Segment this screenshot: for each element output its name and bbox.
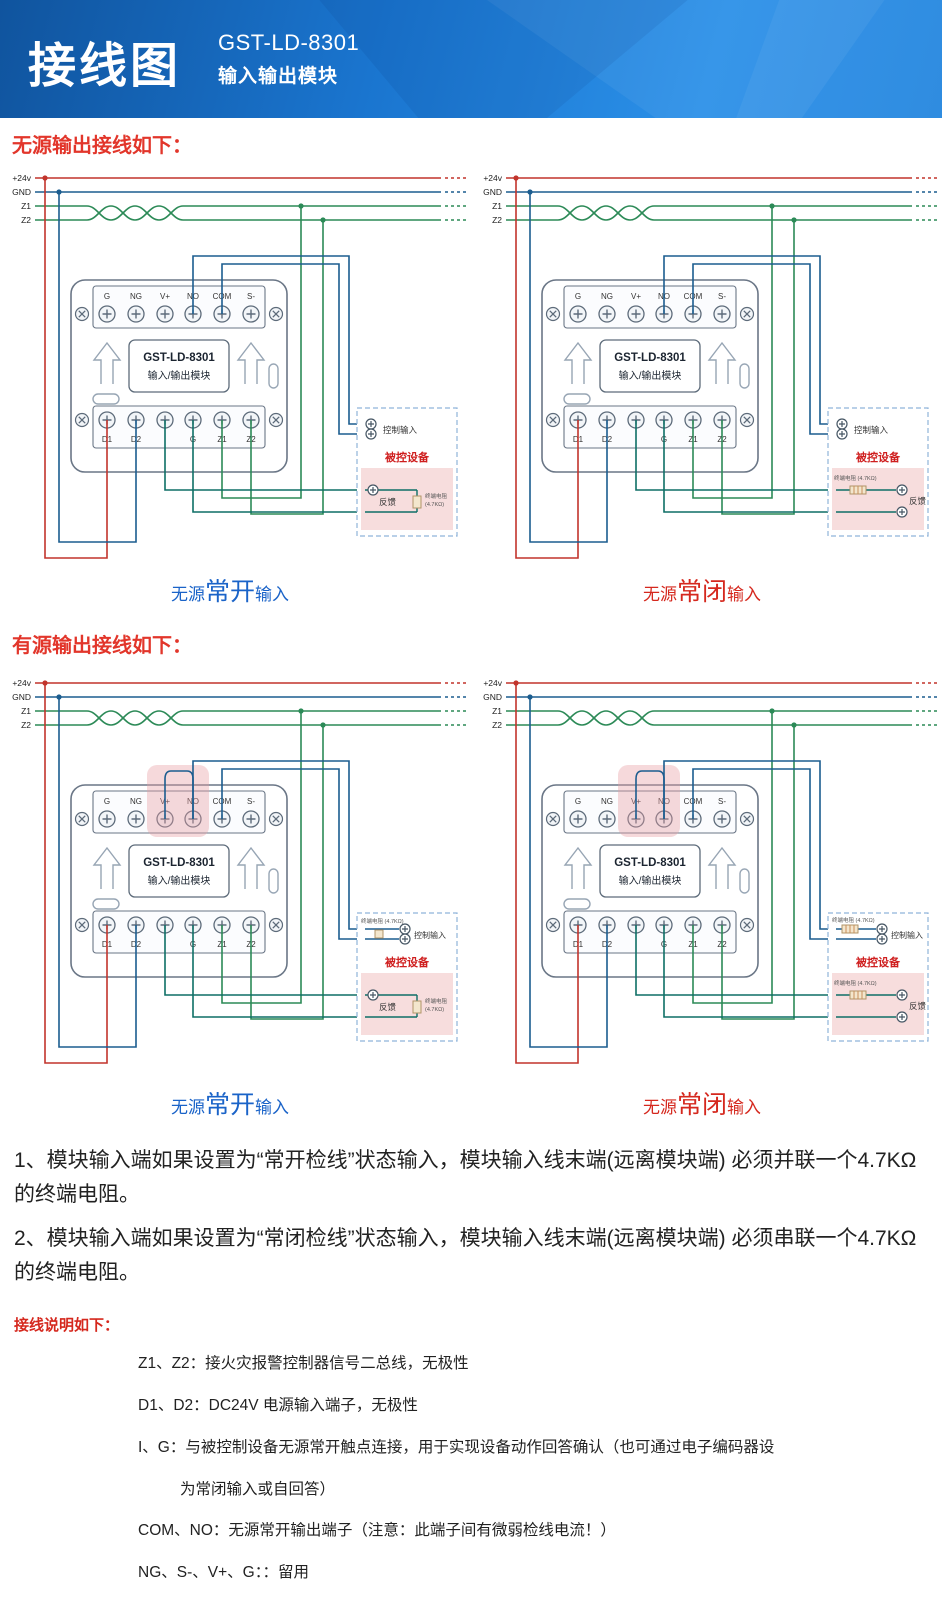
diagram-passive-normally-closed bbox=[482, 172, 939, 559]
wiring-note-item: I、G：与被控制设备无源常开触点连接，用于实现设备动作回答确认（也可通过电子编码… bbox=[138, 1438, 775, 1456]
caption-passive-nc: 无源常闭输入 bbox=[643, 578, 761, 606]
control-input-with-series-resistor: 控制输入 终端电阻 (4.7KΩ) bbox=[832, 916, 923, 945]
device-box bbox=[827, 407, 929, 537]
wiring-notes-heading: 接线说明如下： bbox=[14, 1317, 120, 1335]
device-box: 控制输入 终端电阻 (4.7KΩ) bbox=[827, 912, 929, 1042]
wiring-note-item: COM、NO：无源常开输出端子（注意：此端子间有微弱检线电流！） bbox=[138, 1522, 616, 1540]
module-ref bbox=[71, 280, 287, 472]
wiring-diagrams: +24v GND Z1 Z2 bbox=[11, 133, 939, 1119]
device-box: 控制输入 终端电阻 (4.7KΩ) bbox=[356, 912, 458, 1042]
bus-ref bbox=[11, 677, 468, 731]
note-paragraph-2: 2、模块输入端如果设置为“常闭检线”状态输入，模块输入线末端(远离模块端) 必须… bbox=[14, 1227, 917, 1285]
diagram-active-normally-open: 控制输入 终端电阻 (4.7KΩ) bbox=[11, 677, 468, 1064]
resistor-full-label: 终端电阻 (4.7KΩ) bbox=[361, 917, 404, 925]
vplus-no-highlight bbox=[618, 765, 680, 837]
bus-ref bbox=[11, 172, 468, 226]
wiring-note-item: D1、D2：DC24V 电源输入端子，无极性 bbox=[138, 1396, 418, 1414]
model-number: GST-LD-8301 bbox=[218, 30, 360, 55]
bus-ref bbox=[482, 677, 939, 731]
diagram-active-normally-closed: 控制输入 终端电阻 (4.7KΩ) bbox=[482, 677, 939, 1064]
control-input-with-parallel-resistor: 控制输入 终端电阻 (4.7KΩ) bbox=[361, 917, 446, 945]
header-banner: 接线图 GST-LD-8301 输入输出模块 bbox=[0, 0, 942, 118]
wiring-note-item: Z1、Z2：接火灾报警控制器信号二总线，无极性 bbox=[138, 1355, 469, 1373]
header-meta: GST-LD-8301 输入输出模块 bbox=[218, 30, 359, 88]
module-ref bbox=[542, 280, 758, 472]
module-type: 输入输出模块 bbox=[218, 66, 339, 87]
bus-ref bbox=[482, 172, 939, 226]
diagram-passive-normally-open bbox=[11, 172, 468, 559]
wiring-notes-list: Z1、Z2：接火灾报警控制器信号二总线，无极性 D1、D2：DC24V 电源输入… bbox=[10, 1343, 932, 1594]
device-box bbox=[356, 407, 458, 537]
note-paragraph-1: 1、模块输入端如果设置为“常开检线”状态输入，模块输入线末端(远离模块端) 必须… bbox=[14, 1149, 917, 1207]
wiring-note-item: NG、S-、V+、G：：留用 bbox=[138, 1564, 309, 1582]
caption-active-nc: 无源常闭输入 bbox=[643, 1091, 761, 1119]
section-heading-passive: 无源输出接线如下： bbox=[12, 133, 192, 157]
control-input-label: 控制输入 bbox=[414, 930, 446, 940]
section-heading-active: 有源输出接线如下： bbox=[12, 633, 192, 657]
notes-section: 1、模块输入端如果设置为“常开检线”状态输入，模块输入线末端(远离模块端) 必须… bbox=[0, 1128, 942, 1624]
wiring-note-item-continuation: 为常闭输入或自回答） bbox=[180, 1480, 336, 1498]
caption-passive-no: 无源常开输入 bbox=[171, 578, 289, 606]
resistor-full-label: 终端电阻 (4.7KΩ) bbox=[832, 916, 875, 924]
diagrams-area: +24v GND Z1 Z2 bbox=[0, 118, 942, 1128]
page-title: 接线图 bbox=[28, 40, 182, 93]
control-input-label: 控制输入 bbox=[891, 930, 923, 940]
caption-active-no: 无源常开输入 bbox=[171, 1091, 289, 1119]
vplus-no-highlight bbox=[147, 765, 209, 837]
